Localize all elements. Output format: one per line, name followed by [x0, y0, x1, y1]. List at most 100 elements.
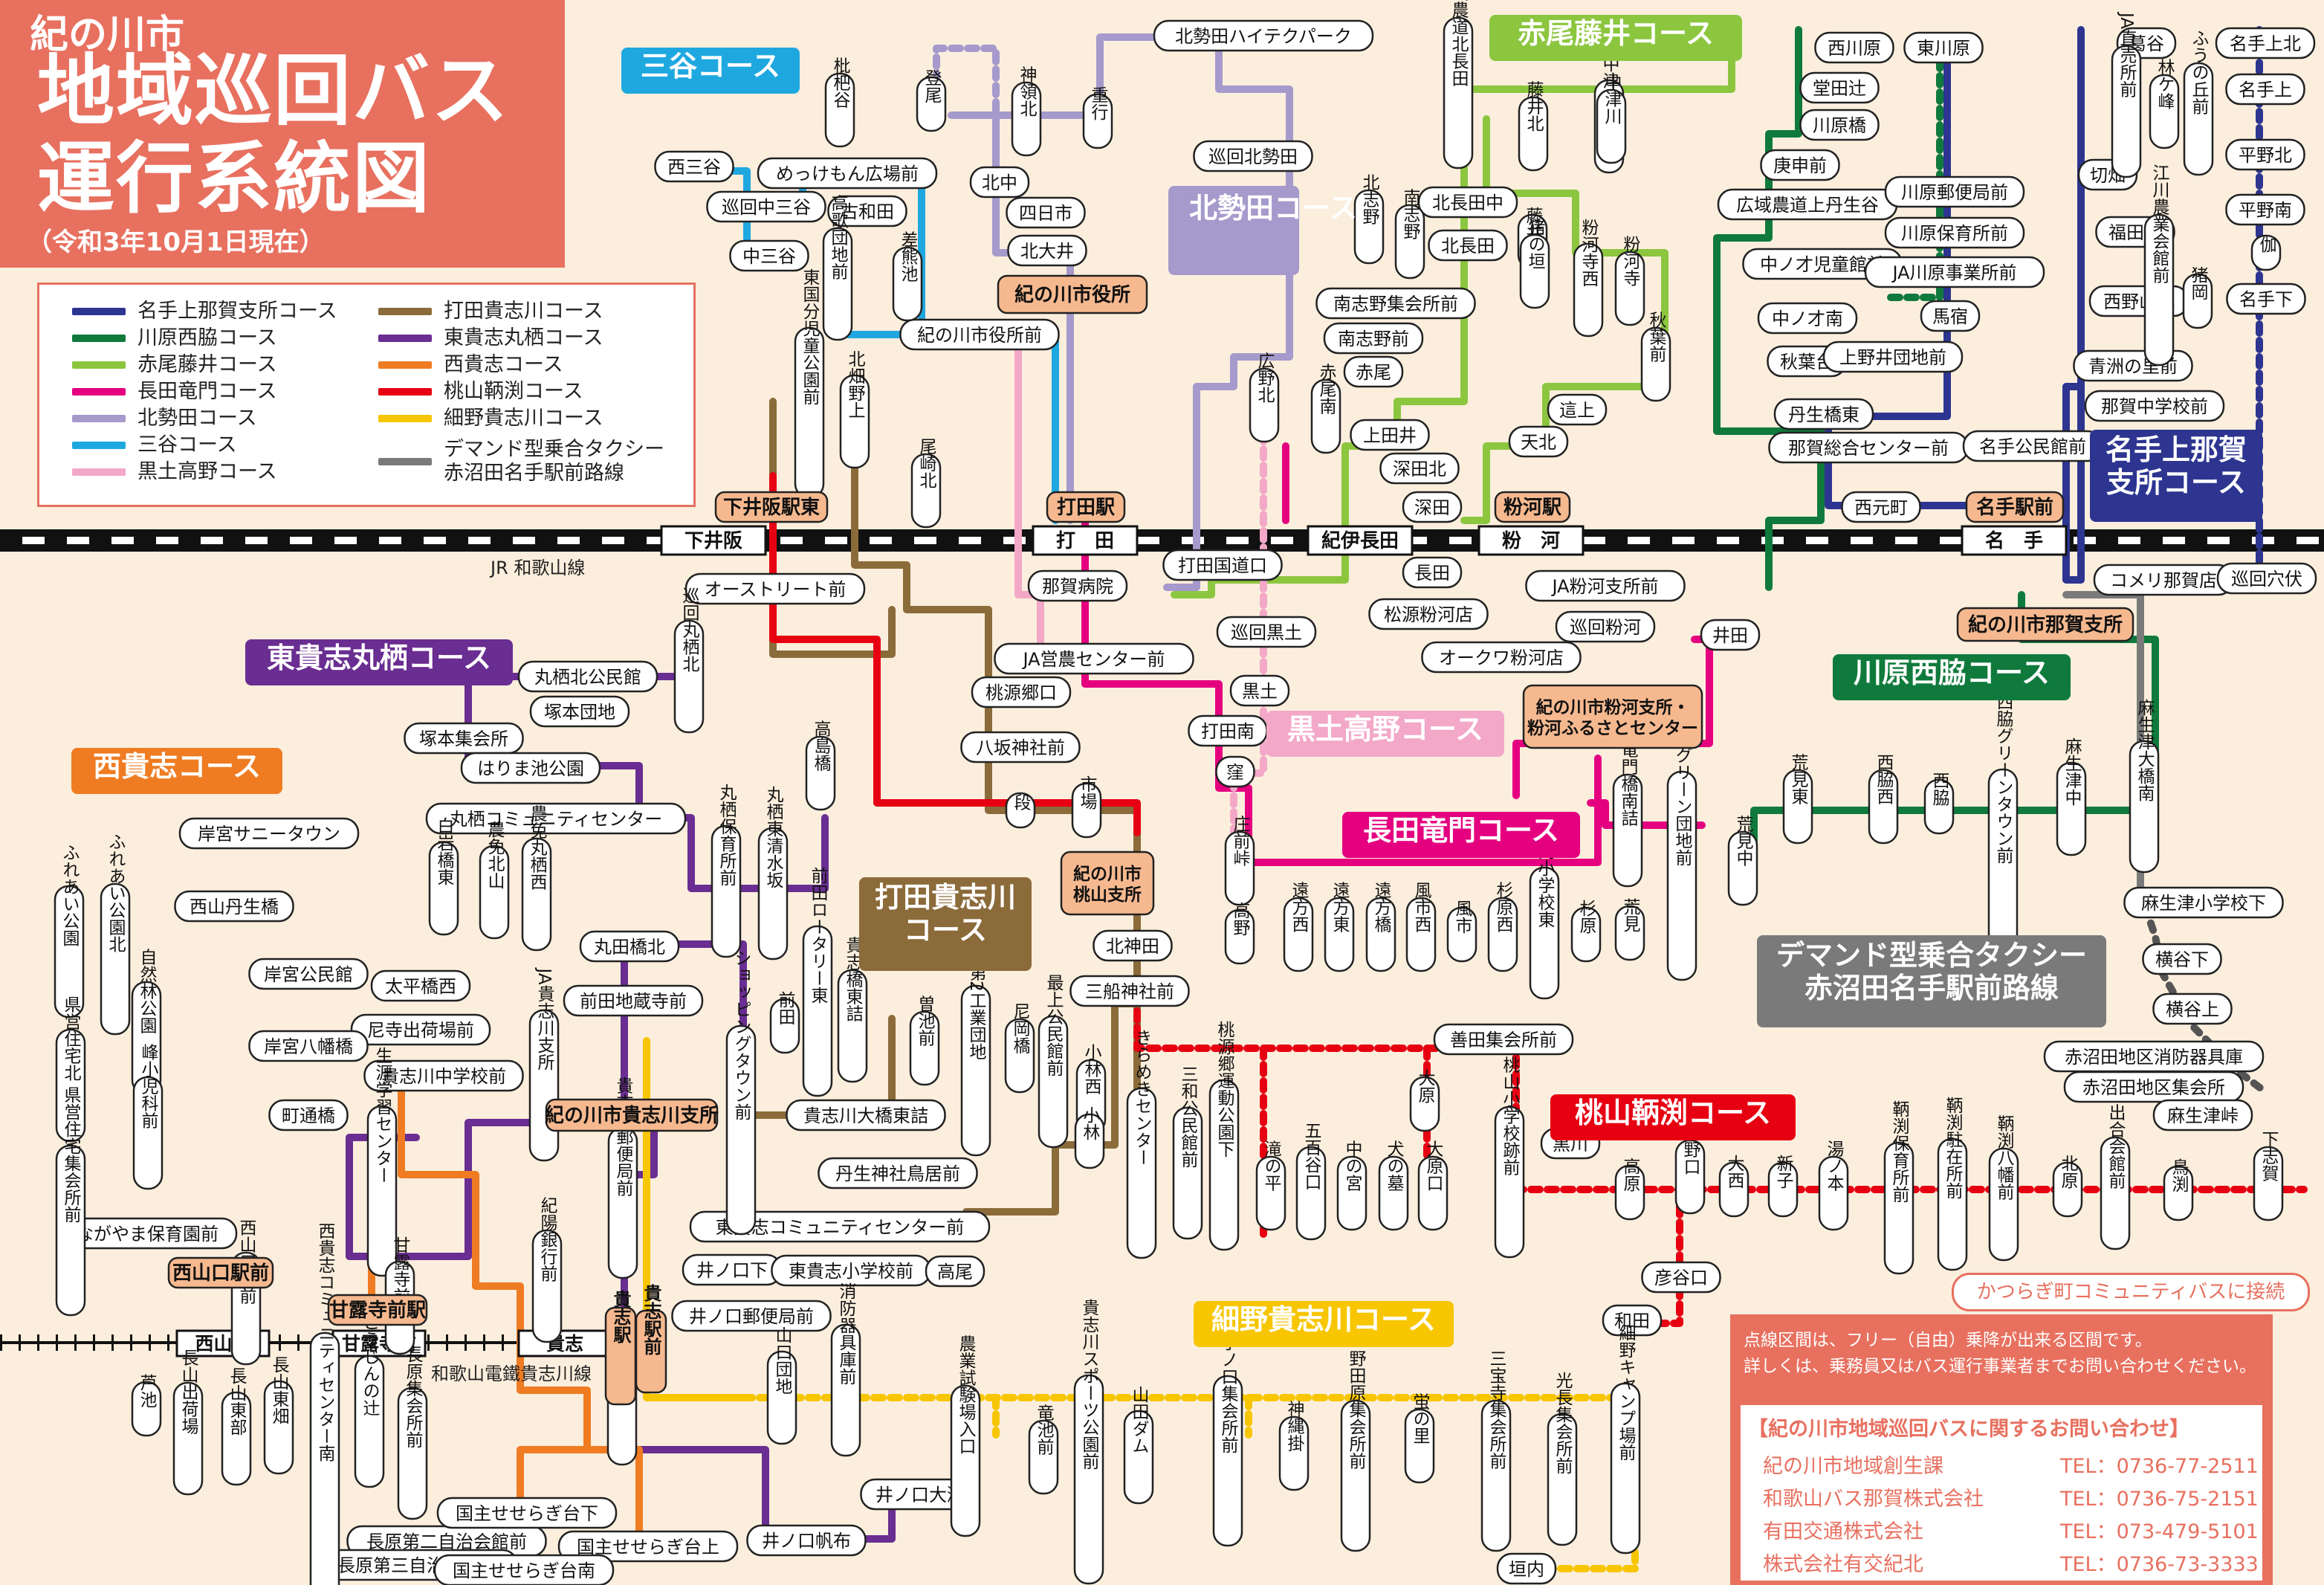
bus-stop-name: 桃山小学校跡前: [1500, 1056, 1521, 1176]
bus-stop-name: 丹生神社鳥居前: [835, 1163, 960, 1184]
bus-stop-name: 竜門橋南詰: [1618, 741, 1639, 827]
bus-stop-marker: [2225, 73, 2305, 106]
bus-stop-name: 遠方西: [1289, 882, 1310, 933]
bus-stop-name: 前田ロータリー東: [808, 867, 829, 1004]
bus-stop-marker: [529, 695, 630, 728]
bus-stop-marker: [1340, 1399, 1371, 1552]
legend-swatch: [378, 335, 432, 343]
bus-stop-marker: [899, 318, 1060, 351]
bus-stop-marker: [689, 1210, 991, 1243]
bus-stop-marker: [1903, 31, 1984, 64]
bus-stop-name: 大西: [1724, 1155, 1745, 1189]
bus-stop-name: 庄前峠: [1230, 816, 1251, 867]
bus-stop-name: 尼岡橋: [1010, 1003, 1031, 1054]
bus-stop-name: 平野南: [2239, 200, 2292, 221]
bus-stop-name: 南志野前: [1338, 329, 1409, 349]
bus-stop-marker: [1666, 770, 1697, 981]
jr-station-labels: 下井阪打 田紀伊長田粉 河名 手: [660, 525, 2068, 556]
bus-stop-name: 自然林公園: [137, 949, 158, 1034]
hub-name: 粉河ふるさとセンター: [1527, 719, 1698, 738]
bus-stop-marker: [1547, 1413, 1578, 1546]
bus-stop-name: 東国分児童公園前: [800, 268, 820, 405]
bus-stop-name: 神縄掛: [1284, 1401, 1305, 1452]
bus-stop-marker: [370, 969, 471, 1002]
bus-stop-name: こうじんの辻: [360, 1314, 381, 1416]
bus-stop-name: 風市: [1452, 900, 1473, 934]
bus-stop-name: 小林西: [1081, 1044, 1102, 1095]
contact-tel[interactable]: TEL：073-479-5101: [2060, 1520, 2259, 1543]
bus-stop-name: 川原橋: [1813, 115, 1866, 136]
bus-stop-name: 塚本集会所: [419, 729, 508, 749]
bus-stop-marker: [839, 374, 870, 469]
legend-swatch: [72, 361, 126, 369]
bus-stop-name: 北畑野上: [845, 350, 866, 419]
hub-marker: [327, 1294, 428, 1326]
bus-stop-name: 貴志川大橋東詰: [803, 1105, 928, 1126]
dentetsu-line-name: 和歌山電鐵貴志川線: [431, 1363, 592, 1384]
bus-stop-marker: [517, 660, 658, 693]
bus-stop-name: JA直売所前: [2117, 11, 2137, 97]
bus-stop-marker: [1443, 16, 1474, 170]
bus-stop-name: 県営住宅集会所前: [61, 1086, 82, 1223]
bus-stop-marker: [1071, 782, 1102, 839]
note-line-2: 詳しくは、乗務員又はバス運行事業者までお問い合わせください。: [1744, 1356, 2256, 1376]
legend-item: 長田竜門コース: [72, 380, 277, 404]
legend-item: 名手上那賀支所コース: [72, 300, 337, 323]
hub-name: 紀の川市: [1073, 864, 1142, 884]
bus-stop-marker: [1614, 251, 1645, 326]
bus-stop-marker: [654, 150, 734, 183]
jr-station-name: 紀伊長田: [1321, 529, 1399, 552]
bus-stop-name: 丸栖東清水坂: [763, 786, 784, 888]
bus-stop-marker: [1283, 897, 1314, 972]
bus-stop-marker: [1614, 1164, 1645, 1221]
legend-swatch: [72, 308, 126, 316]
bus-stop-name: 貴志川郵便局前: [613, 1077, 634, 1197]
route-hosono-dotted: [739, 1394, 1639, 1572]
bus-stop-name: 西貴志コミュニティセンター南: [315, 1222, 335, 1462]
bus-stop-marker: [1073, 1374, 1104, 1585]
bus-stop-marker: [1215, 755, 1255, 788]
bus-stop-name: 八坂神社前: [976, 737, 1065, 758]
bus-stop-marker: [1005, 792, 1036, 829]
bus-stop-name: 広域農道上丹生谷: [1736, 195, 1879, 216]
bus-stop-marker: [1353, 189, 1385, 265]
bus-stop-marker: [1674, 1139, 1706, 1215]
bus-stop-marker: [1082, 93, 1113, 149]
bus-stop-marker: [757, 827, 789, 961]
bus-stop-marker: [2152, 992, 2233, 1025]
bus-stop-name: 名手公民館前: [1979, 436, 2086, 457]
bus-stop-name: JA営農センター前: [1021, 649, 1165, 670]
bus-stop-name: 杉原西: [1493, 882, 1514, 933]
bus-stop-marker: [2052, 1161, 2083, 1218]
bus-stop-marker: [1988, 1147, 2019, 1262]
bus-stop-name: 前田: [775, 991, 795, 1025]
bus-stop-marker: [1336, 1155, 1367, 1231]
bus-stop-name: 赤尾南: [1316, 364, 1337, 415]
bus-stop-name: 西川原: [1828, 38, 1881, 59]
bus-stop-marker: [1883, 1141, 1914, 1275]
legend-swatch: [72, 468, 126, 477]
contact-tel[interactable]: TEL：0736-77-2511: [2060, 1455, 2259, 1478]
bus-stop-name: 太平橋西: [385, 976, 456, 997]
bus-stop-name: 北中: [982, 172, 1017, 193]
bus-stop-marker: [1394, 204, 1425, 280]
bus-stop-marker: [1799, 109, 1880, 141]
city-name: 紀の川市: [30, 13, 185, 57]
contact-tel[interactable]: TEL：0736-73-3333: [2060, 1553, 2259, 1576]
bus-stop-marker: [2225, 138, 2305, 171]
bus-stop-name: 最上公民館前: [1043, 974, 1064, 1076]
bus-stop-marker: [1208, 1079, 1240, 1251]
bus-stop-name: 南志野集会所前: [1333, 294, 1458, 314]
bus-stop-name: 長原集会所前: [403, 1346, 424, 1448]
bus-stop-marker: [1038, 1015, 1069, 1149]
course-label-utakishigawa: 打田貴志川 コース: [859, 877, 1032, 971]
hub-marker: [545, 1098, 719, 1132]
course-label-kitaseda: 北勢田コース: [1168, 186, 1357, 275]
jr-line-name: JR 和歌山線: [489, 558, 585, 578]
bus-stop-name: 猪の垣: [1525, 219, 1546, 270]
bus-stop-marker: [55, 1144, 86, 1317]
bus-stop-name: ふうの丘前: [2189, 30, 2209, 115]
bus-stop-name: 赤尾: [1356, 362, 1391, 383]
contact-tel[interactable]: TEL：0736-75-2151: [2060, 1488, 2259, 1511]
